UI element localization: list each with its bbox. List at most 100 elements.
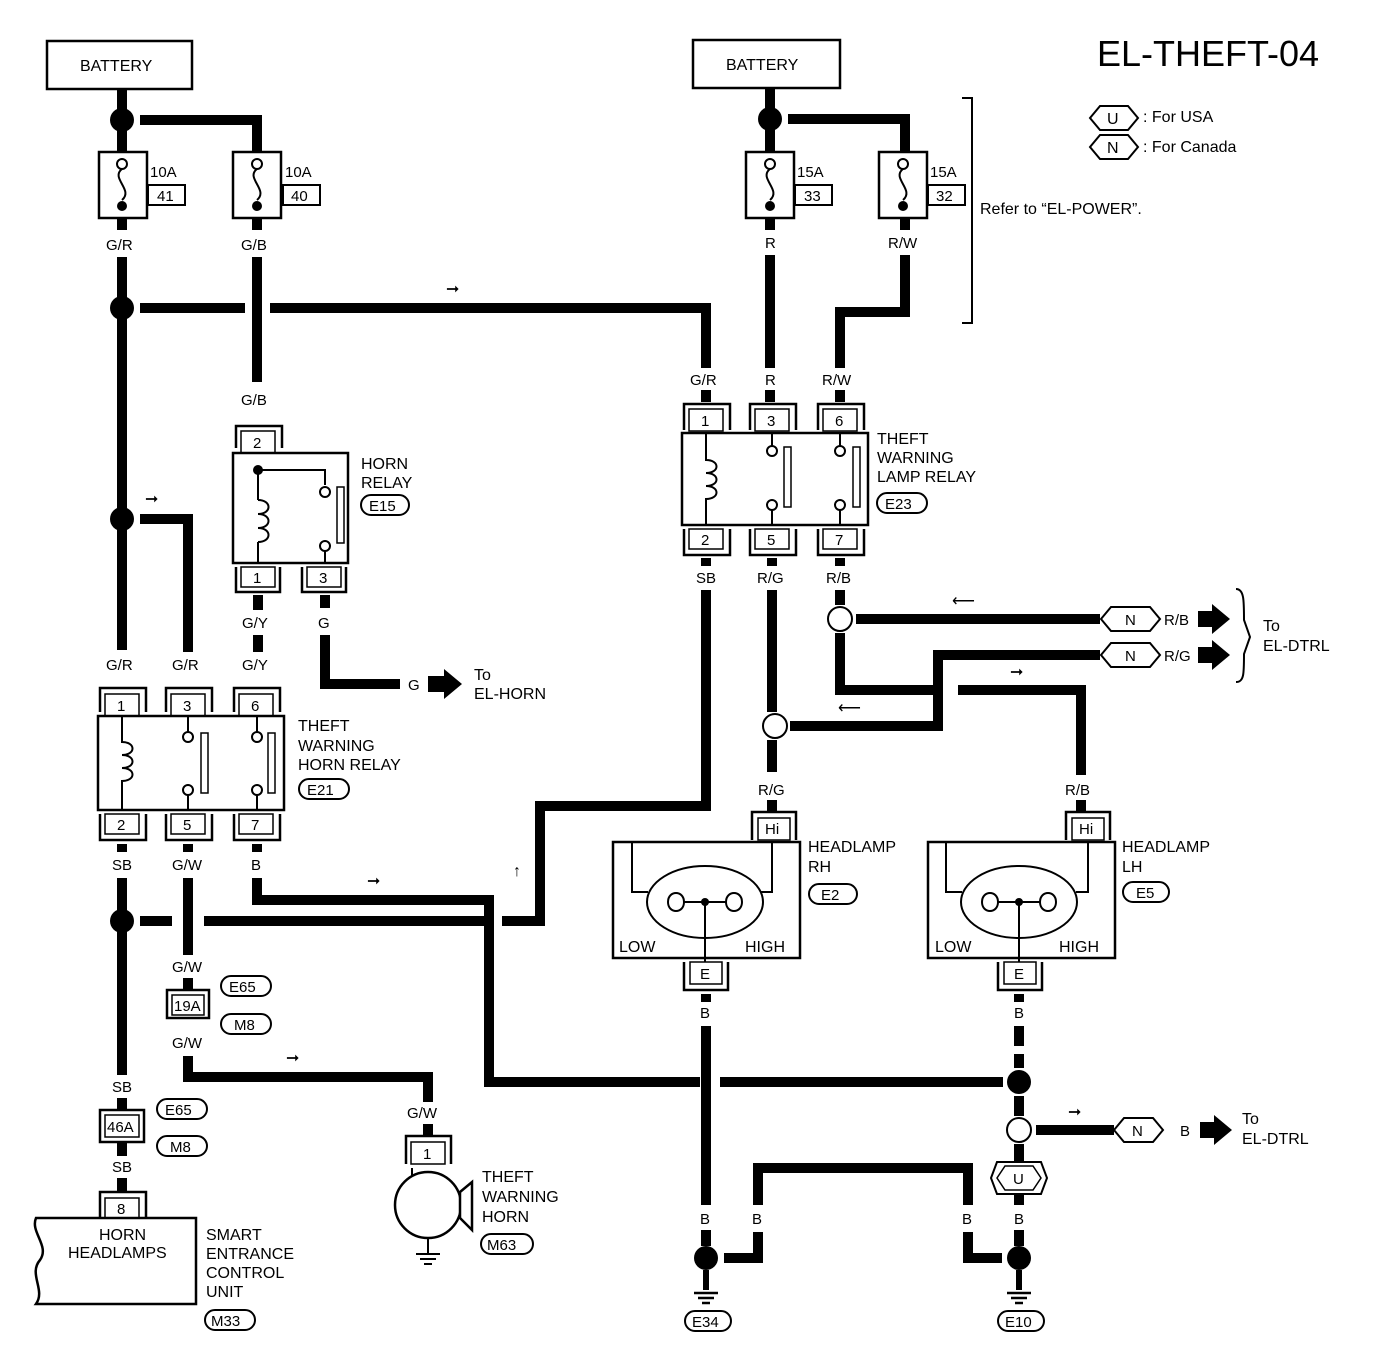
wire-label: R/B: [1164, 612, 1189, 629]
e23-name-1: THEFT: [877, 431, 929, 448]
horn-relay-pin-3: 3: [319, 570, 327, 587]
flow-arrow: ➞: [446, 281, 459, 298]
wire-label: R: [765, 372, 776, 389]
horn-relay: 2 1 3 HORN RELAY E15: [231, 424, 413, 594]
flow-arrow-left: ⟵: [952, 593, 975, 610]
rh-hi: Hi: [765, 821, 779, 838]
wire-label: B: [1014, 1211, 1024, 1228]
flow-arrow: ➞: [367, 873, 380, 890]
canada-only-icon: [1112, 1117, 1165, 1143]
canada-code: N: [1107, 140, 1119, 157]
e23-pin-2: 2: [701, 532, 709, 549]
arrow-right-icon: [1198, 640, 1230, 670]
connector-e65-2: E65: [165, 1102, 192, 1119]
smart-entrance-control-unit: 8 HORN HEADLAMPS SMART ENTRANCE CONTROL …: [33, 1190, 294, 1331]
flow-arrow: ➞: [1068, 1104, 1081, 1121]
flow-arrow: ➞: [145, 491, 158, 508]
ground-e10: E10: [997, 1270, 1045, 1332]
e21-pin-5: 5: [183, 817, 191, 834]
fuse-33-rating: 15A: [797, 164, 824, 181]
wire-label: G/R: [106, 237, 133, 254]
splice: [758, 107, 782, 131]
legend-usa: U : For USA: [1088, 105, 1214, 131]
e23-connector: E23: [885, 496, 912, 513]
wire-label: B: [962, 1211, 972, 1228]
e21-name-1: THEFT: [298, 718, 350, 735]
rh-low: LOW: [619, 939, 656, 956]
wire-label: R/G: [758, 782, 785, 799]
lh-high: HIGH: [1059, 939, 1099, 956]
usa-code: U: [1013, 1171, 1024, 1188]
wire-label: R/G: [757, 570, 784, 587]
wire-label: R/B: [1065, 782, 1090, 799]
battery-left: [45, 39, 194, 91]
lh-name-1: HEADLAMP: [1122, 839, 1210, 856]
wire-label: SB: [112, 857, 132, 874]
lh-hi: Hi: [1079, 821, 1093, 838]
e21-pin-7: 7: [251, 817, 259, 834]
rh-high: HIGH: [745, 939, 785, 956]
ecu-name-1: SMART: [206, 1227, 262, 1244]
horn-relay-name-1: HORN: [361, 456, 408, 473]
usa-code: U: [1107, 111, 1119, 128]
arrow-right-icon: [428, 669, 462, 699]
fuse-33: 15A 33: [744, 150, 833, 220]
wire-label: B: [1014, 1005, 1024, 1022]
horn-relay-name-2: RELAY: [361, 475, 413, 492]
theft-warning-horn: G/W 1 THEFT WARNING HORN M63: [393, 1105, 559, 1265]
fuse-40: 10A 40: [231, 150, 321, 220]
usa-label: : For USA: [1143, 109, 1214, 126]
connector-46a: 46A: [107, 1119, 134, 1136]
wire-label: B: [251, 857, 261, 874]
canada-code: N: [1125, 648, 1136, 665]
wire-label: G/W: [172, 959, 203, 976]
to-dtrl-b-1: To: [1242, 1111, 1259, 1128]
wire-label: G/Y: [242, 657, 268, 674]
ground-e34-label: E34: [692, 1314, 719, 1331]
e23-name-2: WARNING: [877, 450, 954, 467]
e21-name-2: WARNING: [298, 738, 375, 755]
horn-relay-pin-2: 2: [253, 435, 261, 452]
fuse-32-rating: 15A: [930, 164, 957, 181]
power-bracket: [962, 97, 973, 324]
arrow-right-icon: [1198, 604, 1230, 634]
rh-name-1: HEADLAMP: [808, 839, 896, 856]
wire-label: G/R: [106, 657, 133, 674]
headlamp-rh: R/G Hi LOW HIGH E HEADLAMP RH E2: [611, 782, 896, 992]
flow-arrow-up: ↑: [513, 863, 521, 880]
fuse-40-number: 40: [291, 188, 308, 205]
fuse-41-rating: 10A: [150, 164, 177, 181]
e23-pin-7: 7: [835, 532, 843, 549]
wire-label: G/B: [241, 237, 267, 254]
rh-e: E: [700, 966, 710, 983]
fuse-40-rating: 10A: [285, 164, 312, 181]
usa-code-icon: [1088, 105, 1140, 131]
canada-code-icon: [1088, 134, 1140, 160]
to-dtrl-2: EL-DTRL: [1263, 638, 1330, 655]
horn-relay-pin-1: 1: [253, 570, 261, 587]
rh-connector: E2: [821, 887, 839, 904]
ecu-label-horn: HORN: [99, 1227, 146, 1244]
wire-label: B: [1180, 1123, 1190, 1140]
connector-e65-1: E65: [229, 979, 256, 996]
ground-splice: [1007, 1246, 1031, 1270]
open-splice: [762, 713, 788, 739]
ground-e10-label: E10: [1005, 1314, 1032, 1331]
connector-19a: 19A: [174, 998, 201, 1015]
connector-m8-2: M8: [170, 1139, 191, 1156]
wire-label: SB: [696, 570, 716, 587]
to-horn-1: To: [474, 667, 491, 684]
lh-low: LOW: [935, 939, 972, 956]
e23-name-3: LAMP RELAY: [877, 469, 976, 486]
fuse-33-number: 33: [804, 188, 821, 205]
flow-arrow: ➞: [286, 1050, 299, 1067]
canada-code: N: [1132, 1123, 1143, 1140]
fuse-32-number: 32: [936, 188, 953, 205]
wire-label: B: [700, 1211, 710, 1228]
flow-arrow: ➞: [1010, 664, 1023, 681]
wire-label: R/W: [822, 372, 852, 389]
wire-label: R/B: [826, 570, 851, 587]
wire-label: R: [765, 235, 776, 252]
wire-label: G/W: [407, 1105, 438, 1122]
ecu-name-2: ENTRANCE: [206, 1246, 294, 1263]
